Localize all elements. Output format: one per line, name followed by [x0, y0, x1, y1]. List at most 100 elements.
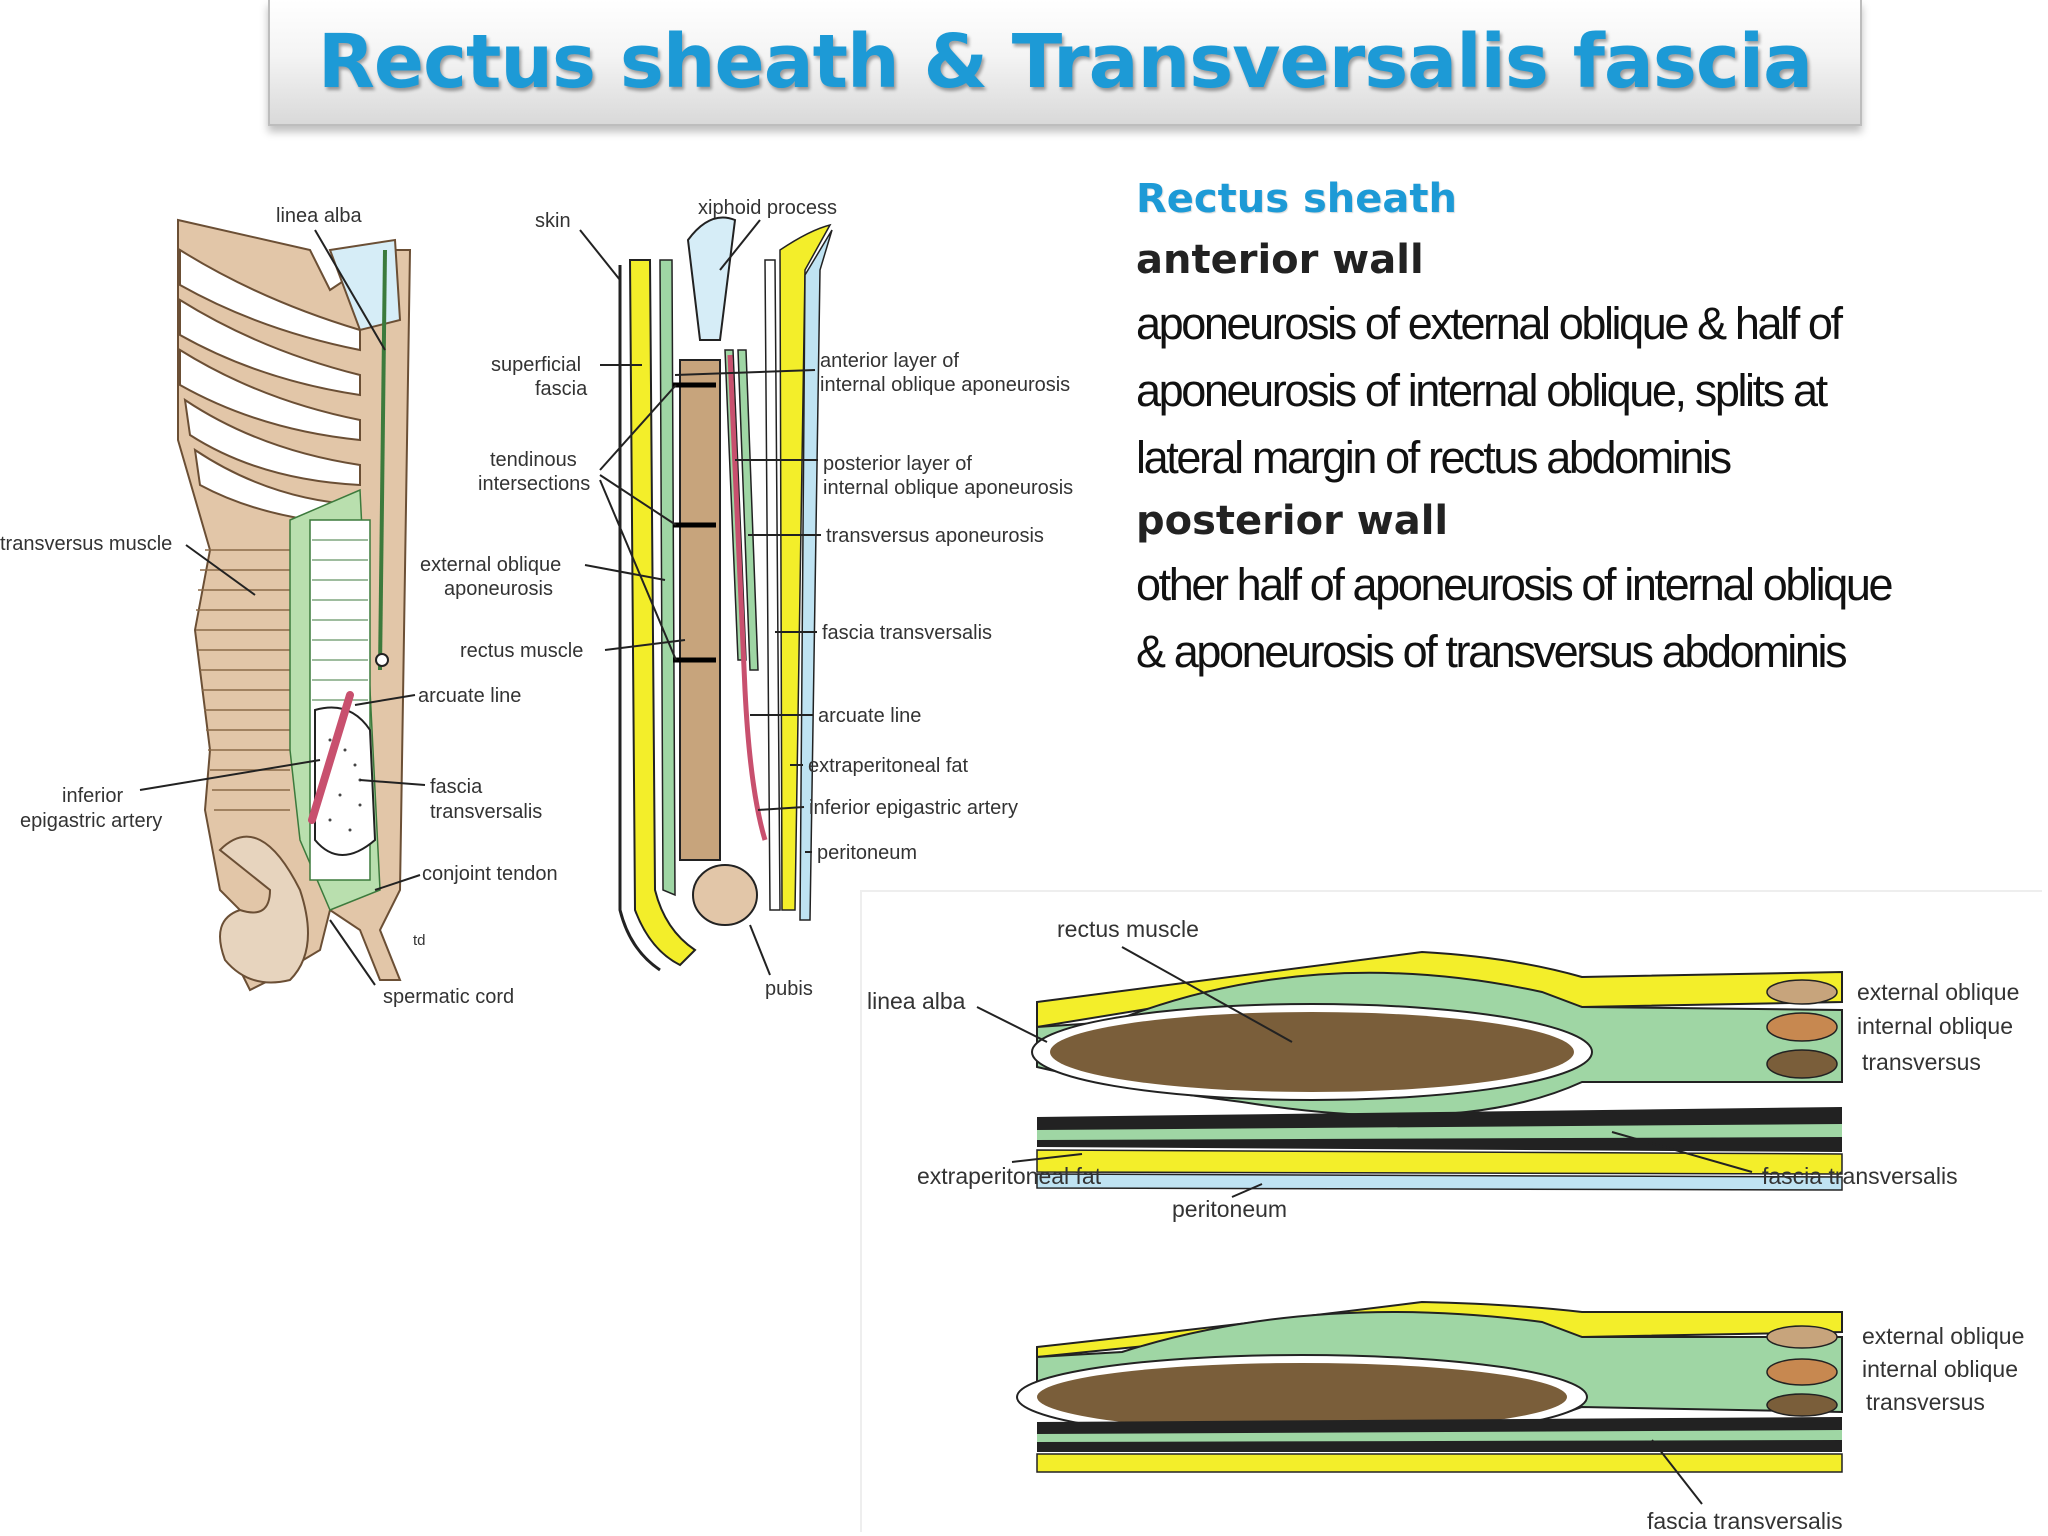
leader-spermatic-cord — [329, 919, 376, 986]
label-peritoneum: peritoneum — [817, 842, 917, 864]
leader-anterior-layer — [674, 369, 816, 376]
anterior-line-2: aponeurosis of internal oblique, splits … — [1136, 365, 1828, 416]
pubis-bone — [692, 864, 758, 926]
leader-pubis — [749, 924, 771, 976]
transversus-aponeurosis-layer — [737, 349, 759, 671]
label-rectus-muscle: rectus muscle — [460, 640, 583, 662]
leader-upper-peritoneum — [1231, 1183, 1263, 1198]
upper-rectus-muscle-inner — [1050, 1012, 1574, 1092]
leader-upper-rectus-muscle — [1121, 946, 1293, 1043]
cross-section-figure: rectus muscle linea alba external obliqu… — [860, 890, 2042, 1532]
posterior-line-1: other half of aponeurosis of internal ob… — [1136, 559, 1893, 610]
label-superficial-fascia: fascia — [535, 378, 588, 400]
label-superficial: superficial — [491, 354, 581, 376]
upper-peritoneum — [1036, 1173, 1843, 1191]
label-upper-external-oblique: external oblique — [1857, 979, 2019, 1005]
label-upper-peritoneum: peritoneum — [1172, 1196, 1287, 1222]
transversus-muscle-striation — [196, 549, 290, 811]
leader-tendinous-2 — [599, 474, 677, 526]
lower-fat-bottom — [1036, 1453, 1843, 1473]
upper-external-oblique-muscle — [1766, 979, 1838, 1005]
label-upper-rectus-muscle: rectus muscle — [1057, 916, 1199, 942]
label-lower-internal-oblique: internal oblique — [1862, 1356, 2018, 1382]
label-aponeurosis: aponeurosis — [444, 578, 553, 600]
skin-layer — [618, 265, 661, 972]
leader-epigastric-artery — [139, 759, 321, 791]
external-oblique-aponeurosis — [659, 259, 676, 897]
inferior-epigastric-artery-sagittal — [727, 354, 768, 841]
anterior-wall-heading: anterior wall — [1136, 237, 1424, 283]
pelvis — [218, 835, 309, 984]
label-anterior-layer-2: internal oblique aponeurosis — [820, 374, 1070, 396]
leader-fascia-transversalis — [359, 779, 426, 786]
leader-linea-alba — [314, 229, 386, 351]
upper-transversus-muscle — [1766, 1049, 1838, 1079]
leader-rectus-muscle — [604, 639, 686, 651]
rectus-muscle-band — [679, 359, 721, 861]
label-external-oblique: external oblique — [420, 554, 561, 576]
peritoneum-layer — [799, 229, 833, 921]
fascia-transversalis-layer — [764, 259, 781, 911]
label-upper-fascia-transversalis: fascia transversalis — [1762, 1163, 1958, 1189]
linea-alba-line — [378, 249, 387, 671]
leader-conjoint-tendon — [374, 874, 421, 891]
leader-skin — [579, 229, 621, 281]
label-inferior: inferior — [62, 785, 123, 807]
label-posterior-layer-2: internal oblique aponeurosis — [823, 477, 1073, 499]
leader-lower-fascia-transversalis — [1651, 1439, 1703, 1505]
label-inferior-epigastric-artery: inferior epigastric artery — [809, 797, 1018, 819]
label-pubis: pubis — [765, 978, 813, 1000]
leader-tendinous-3 — [599, 479, 677, 661]
leader-upper-extraperitoneal-fat — [1011, 1153, 1083, 1163]
anterior-abdominal-wall-figure: linea alba transversus muscle arcuate li… — [0, 205, 558, 1008]
leader-tendinous-1 — [599, 384, 677, 471]
lower-external-oblique-muscle — [1766, 1325, 1838, 1349]
label-xiphoid-process: xiphoid process — [698, 197, 837, 219]
label-tendinous: tendinous — [490, 449, 577, 471]
leader-upper-linea-alba — [976, 1006, 1048, 1043]
upper-internal-oblique-muscle — [1766, 1012, 1838, 1042]
label-upper-transversus: transversus — [1862, 1049, 1981, 1075]
label-skin: skin — [535, 210, 571, 232]
label-fascia-transversalis: fascia transversalis — [822, 622, 992, 644]
upper-green-band — [1037, 1124, 1842, 1140]
label-transversalis: transversalis — [430, 801, 542, 823]
label-anterior-layer-1: anterior layer of — [820, 350, 959, 372]
label-conjoint-tendon: conjoint tendon — [422, 863, 558, 885]
posterior-line-2: & aponeurosis of transversus abdominis — [1136, 626, 1848, 677]
anterior-line-1: aponeurosis of external oblique & half o… — [1136, 298, 1843, 349]
rectus-sheath-heading: Rectus sheath — [1136, 176, 1457, 222]
title-banner: Rectus sheath & Transversalis fascia — [268, 0, 1862, 126]
label-fascia: fascia — [430, 776, 483, 798]
label-lower-external-oblique: external oblique — [1862, 1323, 2024, 1349]
sagittal-section-figure: skin xiphoid process superficial fascia … — [420, 197, 1073, 1000]
umbilicus — [375, 653, 389, 667]
label-upper-internal-oblique: internal oblique — [1857, 1013, 2013, 1039]
label-upper-extraperitoneal-fat: extraperitoneal fat — [917, 1163, 1102, 1189]
leader-xiphoid-process — [719, 219, 761, 271]
leader-upper-fascia-transversalis — [1611, 1131, 1753, 1173]
extraperitoneal-fat-layer — [779, 223, 832, 911]
lower-green-band — [1037, 1430, 1842, 1442]
leader-inferior-epigastric-artery — [757, 806, 805, 811]
label-transversus-muscle: transversus muscle — [0, 533, 172, 555]
label-transversus-aponeurosis: transversus aponeurosis — [826, 525, 1044, 547]
xiphoid-process — [686, 216, 737, 341]
posterior-wall-heading: posterior wall — [1136, 498, 1449, 544]
rectus-striation — [312, 539, 368, 701]
label-spermatic-cord: spermatic cord — [383, 986, 514, 1008]
label-extraperitoneal-fat: extraperitoneal fat — [808, 755, 969, 777]
label-arcuate-line: arcuate line — [818, 705, 921, 727]
slide-title: Rectus sheath & Transversalis fascia — [317, 19, 1813, 105]
label-intersections: intersections — [478, 473, 590, 495]
label-lower-fascia-transversalis: fascia transversalis — [1647, 1508, 1843, 1532]
label-linea-alba: linea alba — [276, 205, 363, 227]
label-lower-transversus: transversus — [1866, 1389, 1985, 1415]
anterior-line-3: lateral margin of rectus abdominis — [1136, 432, 1732, 483]
upper-fat-bottom — [1036, 1149, 1843, 1175]
label-td: td — [413, 932, 426, 949]
lower-internal-oblique-muscle — [1766, 1358, 1838, 1386]
leader-arcuate-line — [354, 694, 416, 706]
lower-cross-section — [1016, 1300, 1843, 1473]
upper-cross-section — [1031, 950, 1843, 1191]
